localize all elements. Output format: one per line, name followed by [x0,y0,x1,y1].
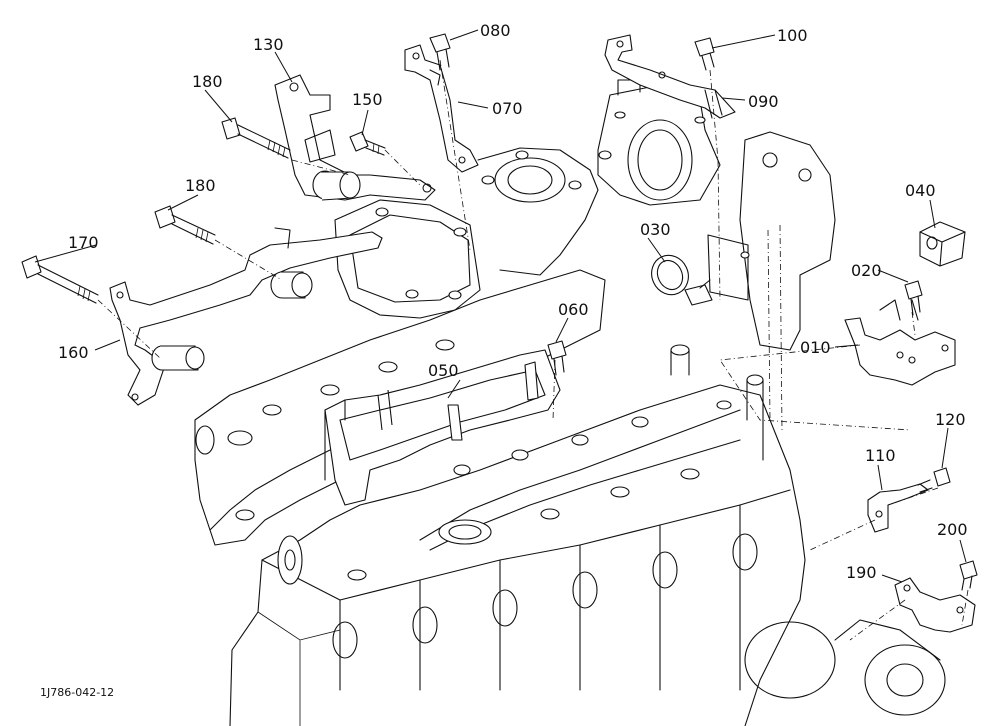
callout-150: 150 [352,90,383,109]
callout-100: 100 [777,26,808,45]
callout-180-upper: 180 [192,72,223,91]
part-010-bracket [844,299,956,386]
part-110-bracket [867,483,929,533]
callout-070: 070 [492,99,523,118]
callout-090: 090 [748,92,779,111]
callout-160: 160 [58,343,89,362]
part-180-bolt-upper [221,117,291,159]
part-090-bracket [604,34,736,119]
part-120-bolt [917,467,951,493]
callout-110: 110 [865,446,896,465]
part-080-bolt [429,33,451,71]
exhaust-ports [332,533,758,659]
part-200-bolt [959,560,978,591]
part-020-bolt [904,280,923,316]
part-160-bracket [109,227,383,406]
callout-020: 020 [851,261,882,280]
part-030-clamp [651,254,713,306]
callout-120: 120 [935,410,966,429]
leader-lines [34,29,967,583]
callout-010: 010 [800,338,831,357]
water-flange [334,147,599,319]
part-060-bolt [547,340,567,376]
drawing-code: 1J786-042-12 [40,686,114,699]
part-130-bracket [274,74,436,201]
part-040-block [919,221,966,267]
assembly-lines [97,59,969,641]
callout-180-lower: 180 [185,176,216,195]
cylinder-head [229,344,946,726]
part-150-bolt [349,131,386,156]
callout-labels: 080 100 130 180 150 070 090 180 040 030 … [58,21,968,582]
part-180-bolt-lower [154,205,216,245]
engine-hanger-plate [707,131,836,431]
callout-080: 080 [480,21,511,40]
callout-190: 190 [846,563,877,582]
callout-060: 060 [558,300,589,319]
callout-130: 130 [253,35,284,54]
head-bosses [277,344,764,585]
callout-050: 050 [428,361,459,380]
part-170-bolt [21,255,99,304]
part-190-bracket [894,577,976,633]
valve-housing [597,79,721,206]
part-070-bracket [404,44,479,173]
part-100-bolt [694,37,715,71]
part-050-gasket [324,349,561,506]
callout-040: 040 [905,181,936,200]
callout-200: 200 [937,520,968,539]
callout-030: 030 [640,220,671,239]
callout-170: 170 [68,233,99,252]
